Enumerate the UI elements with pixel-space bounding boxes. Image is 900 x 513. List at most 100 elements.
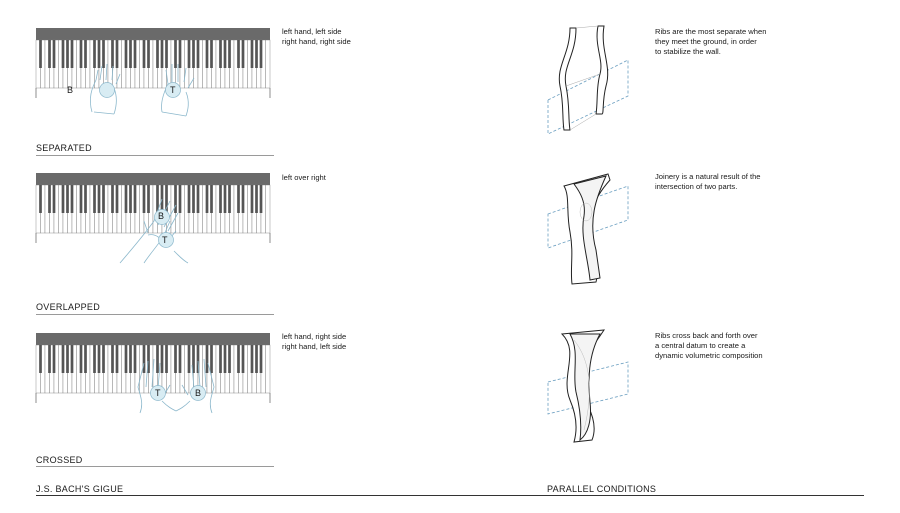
black-key	[205, 345, 209, 373]
black-key	[178, 185, 182, 213]
black-key	[219, 185, 222, 213]
hand-circle	[99, 82, 115, 98]
black-key	[223, 40, 227, 68]
black-key	[102, 345, 105, 373]
black-key	[84, 40, 87, 68]
black-key	[196, 185, 200, 213]
black-key	[48, 185, 51, 213]
rib-note: Ribs cross back and forth over a central…	[655, 331, 763, 360]
hand-letter: B	[67, 85, 74, 95]
hand-circle	[190, 385, 206, 401]
black-key	[228, 185, 231, 213]
black-key	[237, 185, 240, 213]
black-key	[124, 40, 128, 68]
black-key	[223, 345, 227, 373]
black-key	[142, 345, 146, 373]
hand-circle	[158, 232, 174, 248]
black-key	[192, 40, 195, 68]
black-key	[66, 345, 69, 373]
datum-plane	[547, 361, 629, 415]
black-key	[156, 185, 159, 213]
hand-letter: T	[170, 85, 176, 95]
black-key	[178, 345, 182, 373]
black-key	[156, 40, 159, 68]
black-key	[97, 40, 101, 68]
hand-letter: B	[195, 388, 202, 398]
black-key	[174, 185, 177, 213]
black-key	[223, 185, 227, 213]
black-key	[48, 40, 51, 68]
black-key	[196, 40, 200, 68]
black-key	[39, 345, 42, 373]
white-key	[265, 39, 271, 89]
black-key	[93, 345, 96, 373]
black-key	[84, 345, 87, 373]
black-key	[192, 345, 195, 373]
black-key	[165, 345, 168, 373]
black-key	[142, 40, 146, 68]
black-key	[250, 40, 254, 68]
bottom-rule	[36, 495, 864, 496]
black-key	[48, 345, 51, 373]
black-key	[210, 185, 213, 213]
black-key	[165, 185, 168, 213]
black-key	[66, 185, 69, 213]
black-key	[70, 185, 74, 213]
black-key	[124, 345, 128, 373]
black-key	[97, 185, 101, 213]
rib-diagram-joinery	[547, 173, 629, 285]
datum-plane	[547, 59, 629, 135]
black-key	[255, 40, 258, 68]
black-key	[115, 40, 119, 68]
hands-crossed	[137, 358, 215, 414]
black-key	[52, 185, 56, 213]
piano-keyboard	[35, 28, 271, 98]
hand-letter: B	[158, 211, 165, 221]
black-key	[129, 185, 132, 213]
black-key	[115, 345, 119, 373]
black-key	[250, 345, 254, 373]
black-key	[210, 40, 213, 68]
row-divider	[36, 466, 274, 467]
black-key	[205, 40, 209, 68]
black-key	[160, 40, 164, 68]
black-key	[147, 185, 150, 213]
row-label: CROSSED	[36, 455, 83, 465]
black-key	[192, 185, 195, 213]
black-key	[219, 40, 222, 68]
piano-keyboard	[35, 173, 271, 243]
black-key	[102, 40, 105, 68]
black-key	[52, 40, 56, 68]
black-key	[79, 185, 83, 213]
black-key	[241, 40, 245, 68]
black-key	[174, 40, 177, 68]
black-key	[187, 345, 191, 373]
black-key	[61, 40, 65, 68]
black-key	[219, 345, 222, 373]
black-key	[70, 40, 74, 68]
row-label: OVERLAPPED	[36, 302, 101, 312]
black-key	[129, 40, 132, 68]
black-key	[241, 345, 245, 373]
black-key	[147, 40, 150, 68]
black-key	[133, 185, 137, 213]
hand-letter: T	[155, 388, 161, 398]
black-key	[210, 345, 213, 373]
black-key	[93, 185, 96, 213]
hand-circle	[154, 209, 170, 225]
black-key	[124, 185, 128, 213]
black-key	[259, 345, 263, 373]
black-key	[115, 185, 119, 213]
black-key	[61, 345, 65, 373]
white-key	[265, 344, 271, 394]
black-key	[241, 185, 245, 213]
hands-overlapped	[119, 198, 189, 264]
panel-title: J.S. BACH'S GIGUE	[36, 484, 124, 494]
black-key	[84, 185, 87, 213]
black-key	[39, 185, 42, 213]
hand-circle	[150, 385, 166, 401]
black-key	[187, 185, 191, 213]
row-note: left over right	[282, 173, 326, 182]
row-label: SEPARATED	[36, 143, 92, 153]
black-key	[205, 185, 209, 213]
